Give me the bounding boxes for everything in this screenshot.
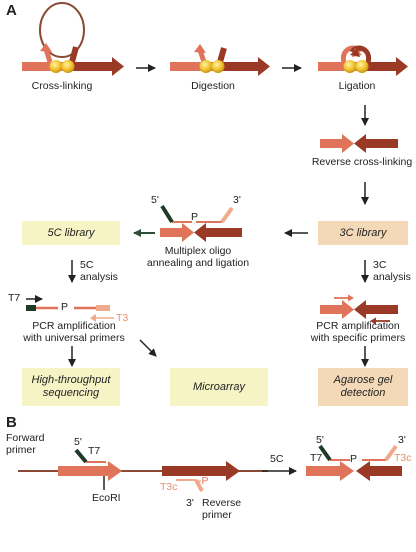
cross-linking-illustration (22, 2, 124, 76)
panel-b-label: B (6, 414, 17, 431)
t3-primer-label: T3 (116, 312, 129, 324)
pcr-specific-label: PCR amplification with specific primers (310, 320, 406, 344)
b-product-p-label: P (350, 453, 358, 465)
pcr-specific-illustration (320, 294, 398, 325)
multiplex-oligo-illustration (160, 204, 242, 242)
panel-b-template-illustration (18, 448, 268, 492)
gel-detection-label: Agarose gel detection (333, 374, 393, 399)
reverse-cross-linked-product (320, 134, 398, 153)
forward-primer-label: Forward primer (6, 432, 45, 456)
t7-primer-label: T7 (8, 292, 21, 304)
sequencing-box: High-throughput sequencing (22, 368, 120, 406)
digestion-illustration (170, 44, 270, 76)
ligation-illustration (318, 45, 408, 76)
3c-library-label: 3C library (339, 226, 387, 239)
b-forward-5prime-label: 5' (74, 436, 82, 448)
digestion-label: Digestion (191, 80, 235, 92)
b-product-5prime-label: 5' (316, 434, 324, 446)
b-product-t3c-label: T3c (394, 452, 412, 464)
sequencing-label: High-throughput sequencing (31, 374, 111, 399)
oligo-3prime-label: 3' (233, 194, 241, 206)
multiplex-label: Multiplex oligo annealing and ligation (146, 245, 250, 269)
gel-detection-box: Agarose gel detection (318, 368, 408, 406)
pcr-universal-illustration (26, 295, 114, 322)
b-reverse-t3c-label: T3c (160, 481, 178, 493)
microarray-label: Microarray (193, 380, 245, 393)
5c-library-label: 5C library (47, 226, 95, 239)
panel-a-label: A (6, 2, 17, 19)
b-reverse-p-label: -P (198, 475, 209, 487)
b-product-t7-label: T7 (310, 452, 323, 464)
pcr-universal-label: PCR amplification with universal primers (23, 320, 125, 344)
5c-analysis-label: 5C analysis (80, 259, 118, 283)
reverse-primer-label: Reverse primer (202, 497, 242, 521)
arrow-to-microarray (139, 339, 157, 357)
oligo-p-label: P (191, 211, 199, 223)
3c-analysis-label: 3C analysis (373, 259, 411, 283)
b-forward-t7-label: T7 (88, 445, 101, 457)
5c-library-box: 5C library (22, 221, 120, 245)
panel-b-product-illustration (306, 444, 402, 481)
ecori-label: EcoRI (92, 492, 121, 504)
oligo-5prime-label: 5' (151, 194, 159, 206)
pcr-p-label: P (61, 301, 69, 313)
ligation-label: Ligation (338, 80, 376, 92)
b-5c-arrow-label: 5C (270, 453, 284, 465)
microarray-box: Microarray (170, 368, 268, 406)
cross-linking-label: Cross-linking (31, 80, 93, 92)
reverse-cross-linking-label: Reverse cross-linking (311, 156, 413, 168)
3c-library-box: 3C library (318, 221, 408, 245)
b-product-3prime-label: 3' (398, 434, 406, 446)
b-reverse-3prime-label: 3' (186, 497, 194, 509)
